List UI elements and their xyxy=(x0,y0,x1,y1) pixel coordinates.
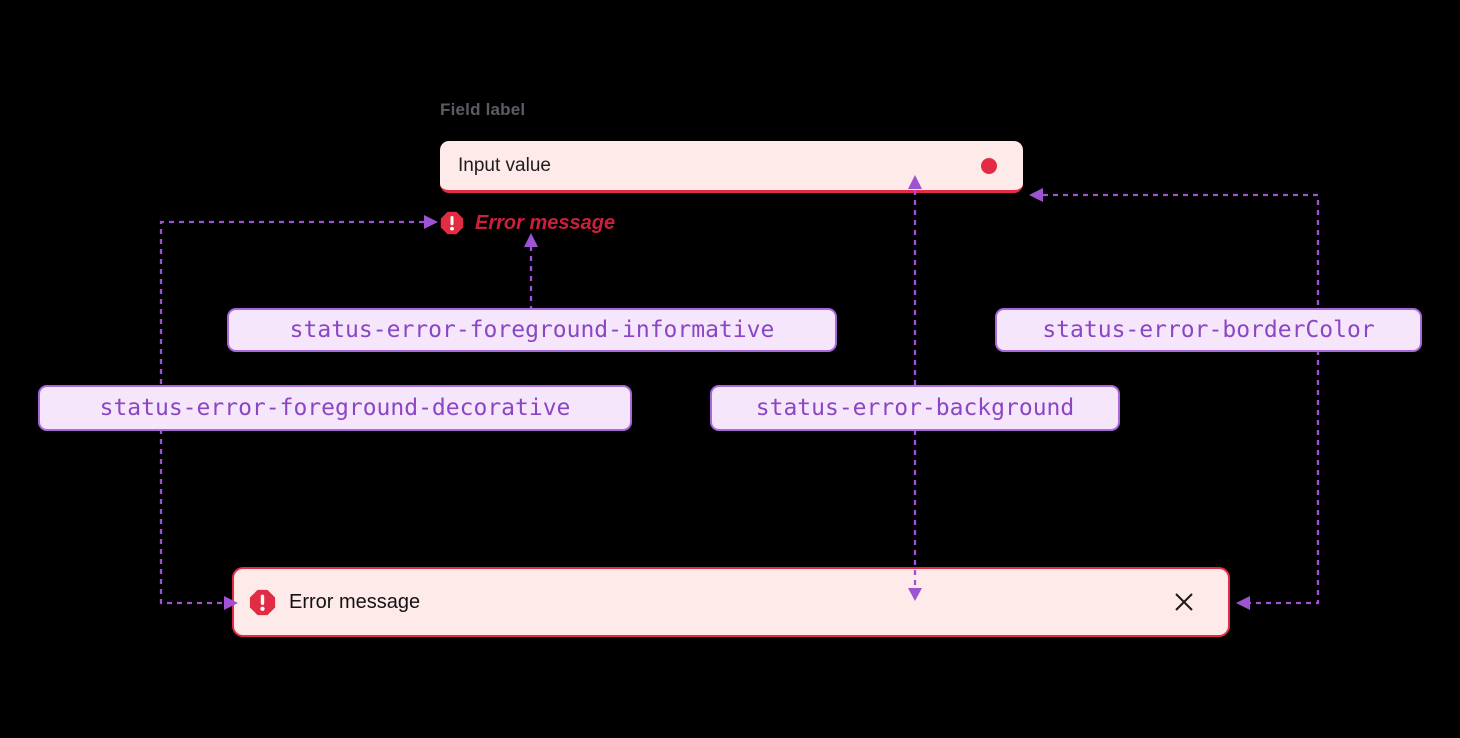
field-label: Field label xyxy=(440,100,526,119)
input-value-text: Input value xyxy=(458,154,551,176)
arrowhead-right-icon xyxy=(424,215,438,229)
text-input-error-state[interactable]: Input value xyxy=(440,141,1023,193)
banner-error-text: Error message xyxy=(289,590,421,613)
token-chip-status-error-background: status-error-background xyxy=(710,385,1120,431)
close-button[interactable] xyxy=(1172,590,1196,614)
token-chip-status-error-borderColor: status-error-borderColor xyxy=(995,308,1422,352)
token-chip-status-error-foreground-informative: status-error-foreground-informative xyxy=(227,308,837,352)
error-banner: Error message xyxy=(232,567,1230,637)
inline-error-message: Error message xyxy=(440,210,615,236)
alert-octagon-icon xyxy=(440,211,464,235)
error-indicator-dot-icon xyxy=(981,157,997,174)
close-icon xyxy=(1175,593,1193,611)
token-chip-status-error-foreground-decorative: status-error-foreground-decorative xyxy=(38,385,632,431)
arrowhead-left-icon xyxy=(1029,188,1043,202)
inline-error-text: Error message xyxy=(475,211,616,234)
alert-octagon-icon xyxy=(249,589,276,615)
arrowhead-left-icon xyxy=(1236,596,1250,610)
